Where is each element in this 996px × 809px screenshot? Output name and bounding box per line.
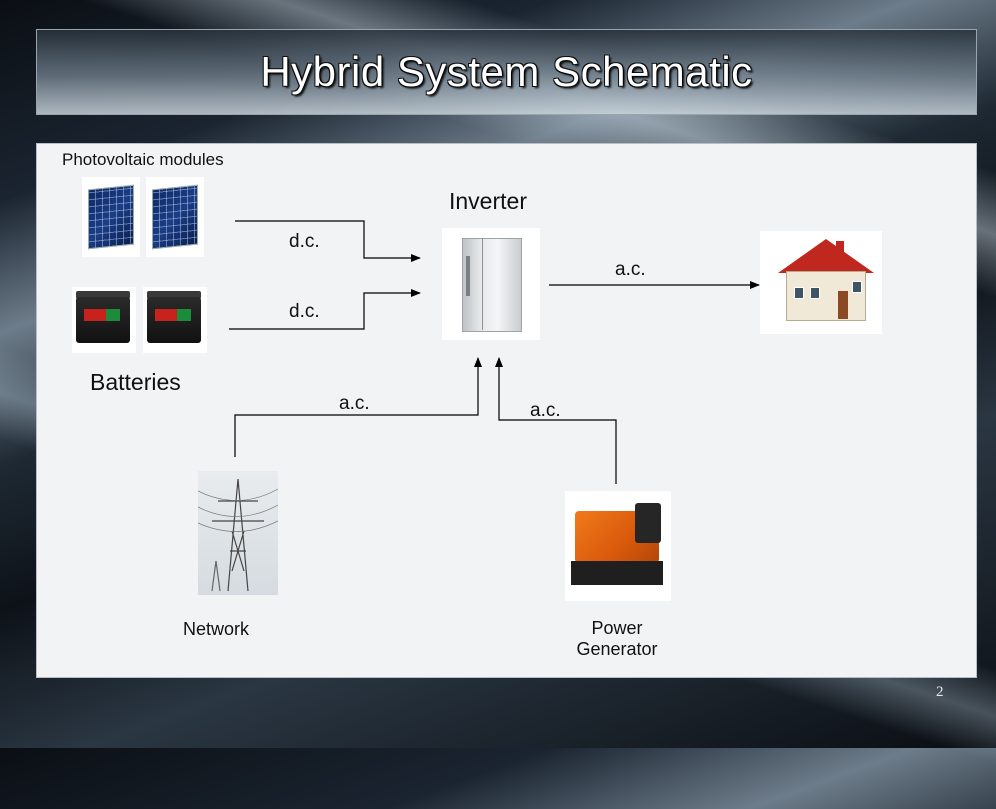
inverter-label: Inverter	[449, 188, 527, 214]
slide-number: 2	[936, 684, 944, 700]
inverter-image	[442, 228, 540, 340]
photovoltaic-label: Photovoltaic modules	[62, 150, 224, 169]
battery-dc-label: d.c.	[289, 301, 320, 322]
power-generator-label: Power Generator	[576, 618, 658, 659]
slide-title: Hybrid System Schematic	[260, 48, 753, 95]
pv-dc-label: d.c.	[289, 231, 320, 252]
solar-panel-image	[146, 177, 204, 257]
batteries-label: Batteries	[90, 369, 181, 395]
generator-image	[565, 491, 671, 601]
generator-arrow	[495, 357, 617, 484]
battery-arrow	[229, 289, 421, 330]
connection-arrows	[229, 220, 760, 484]
title-bar: Hybrid System Schematic	[36, 29, 977, 115]
network-ac-label: a.c.	[339, 393, 370, 414]
network-label: Network	[183, 619, 250, 639]
diagram-panel: Photovoltaic modules Inverter Batteries …	[36, 143, 977, 678]
house-image	[760, 231, 882, 334]
generator-ac-label: a.c.	[530, 400, 561, 421]
power-pylon-image	[197, 471, 279, 595]
solar-panel-image	[82, 177, 140, 257]
battery-image	[72, 287, 136, 353]
house-ac-label: a.c.	[615, 259, 646, 280]
network-arrow	[234, 357, 482, 457]
battery-image	[143, 287, 207, 353]
pv-arrow	[235, 220, 421, 262]
